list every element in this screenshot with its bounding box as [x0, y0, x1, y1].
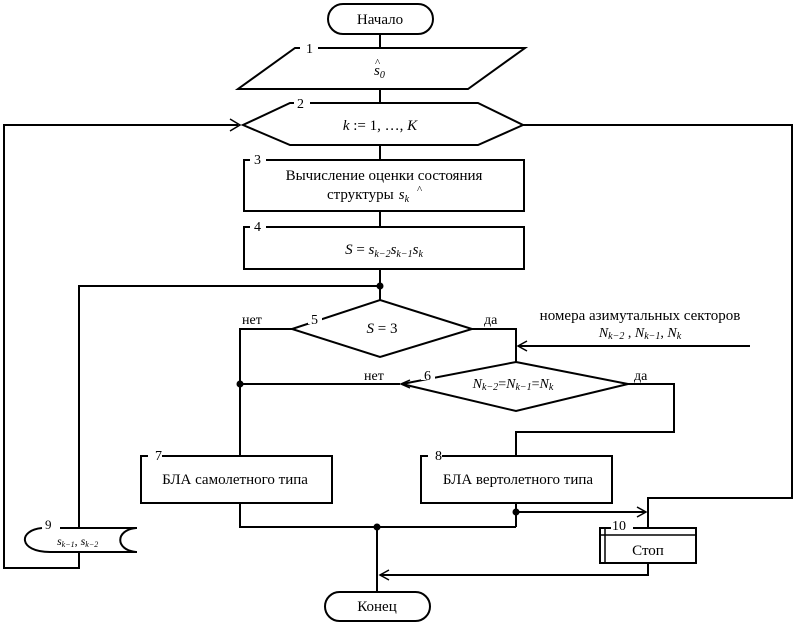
block-5-decision: 5 S = 3 нет да [242, 298, 498, 359]
block-9-stored-data: 9 sk−1, sk−2 [23, 517, 137, 553]
block-2-number: 2 [297, 97, 304, 112]
merge-7-line [239, 503, 516, 528]
block-5-number: 5 [311, 313, 318, 328]
block-5-condition: S = 3 [367, 321, 398, 337]
block-5-no-label: нет [242, 313, 262, 328]
decision5-yes-line [472, 328, 517, 362]
block-2-loop: 2 k := 1, …, K [240, 97, 526, 146]
stop-to-end-line [380, 563, 649, 576]
loop-return-line [3, 124, 238, 569]
block-8-process: 8 БЛА вертолетного типа [420, 449, 613, 504]
block-3-line1: Вычисление оценки состояния [286, 168, 483, 184]
start-label: Начало [357, 12, 403, 28]
block-1-input: 1 ^ s0 [234, 42, 529, 90]
junction-dot-after-4 [376, 282, 384, 290]
junction-dot-block8-out [512, 508, 520, 516]
start-terminator: Начало [327, 3, 434, 35]
block-9-items: sk−1, sk−2 [57, 534, 98, 549]
block-6-no-label: нет [364, 369, 384, 384]
end-terminator: Конец [324, 591, 431, 622]
block-8-number: 8 [435, 449, 442, 464]
external-input-line1: номера азимутальных секторов [540, 308, 741, 324]
block-4-process: 4 S = sk−2sk−1sk [243, 220, 525, 270]
block-6-decision: 6 Nk−2=Nk−1=Nk нет да [364, 360, 648, 413]
block-3-number: 3 [254, 153, 261, 168]
block-7-number: 7 [155, 449, 162, 464]
block-1-formula: s0 [374, 63, 385, 81]
block-6-condition: Nk−2=Nk−1=Nk [472, 377, 554, 393]
decision5-no-line [239, 328, 292, 456]
block-4-formula: S = sk−2sk−1sk [345, 242, 423, 260]
to-stop-arrowhead [636, 506, 648, 518]
block-9-outline [23, 527, 137, 553]
block-1-number: 1 [306, 42, 313, 57]
hat-glyph: ^ [417, 184, 423, 196]
block-9-number: 9 [45, 517, 52, 532]
decision6-yes-line [515, 383, 675, 456]
external-input-arrowhead [516, 340, 528, 352]
feedback-to-9-line [78, 285, 380, 527]
block-4-number: 4 [254, 220, 261, 235]
block-7-label: БЛА самолетного типа [162, 472, 308, 488]
block-10-label: Стоп [632, 543, 664, 559]
block-10-number: 10 [612, 519, 626, 534]
block-6-yes-label: да [634, 369, 648, 384]
block-2-formula: k := 1, …, K [343, 118, 418, 134]
junction-dot-decision6-no [236, 380, 244, 388]
hat-glyph: ^ [375, 57, 381, 69]
external-input-line2: Nk−2 , Nk−1, Nk [598, 326, 682, 342]
block-9-right-curve [119, 527, 137, 553]
end-label: Конец [357, 599, 396, 615]
decision6-no-arrowhead [399, 379, 411, 389]
junction-dot-merge [373, 523, 381, 531]
block-6-number: 6 [424, 369, 431, 384]
block-10-stop: 10 Стоп [599, 519, 697, 564]
stop-to-end-arrowhead [378, 569, 390, 581]
block-5-yes-label: да [484, 313, 498, 328]
connectors [3, 34, 793, 592]
block-8-label: БЛА вертолетного типа [443, 472, 593, 488]
loop-return-arrowhead [229, 118, 242, 132]
external-input-label: номера азимутальных секторов Nk−2 , Nk−1… [540, 308, 741, 342]
loop-exit-line [523, 124, 793, 530]
block-7-process: 7 БЛА самолетного типа [140, 449, 333, 504]
